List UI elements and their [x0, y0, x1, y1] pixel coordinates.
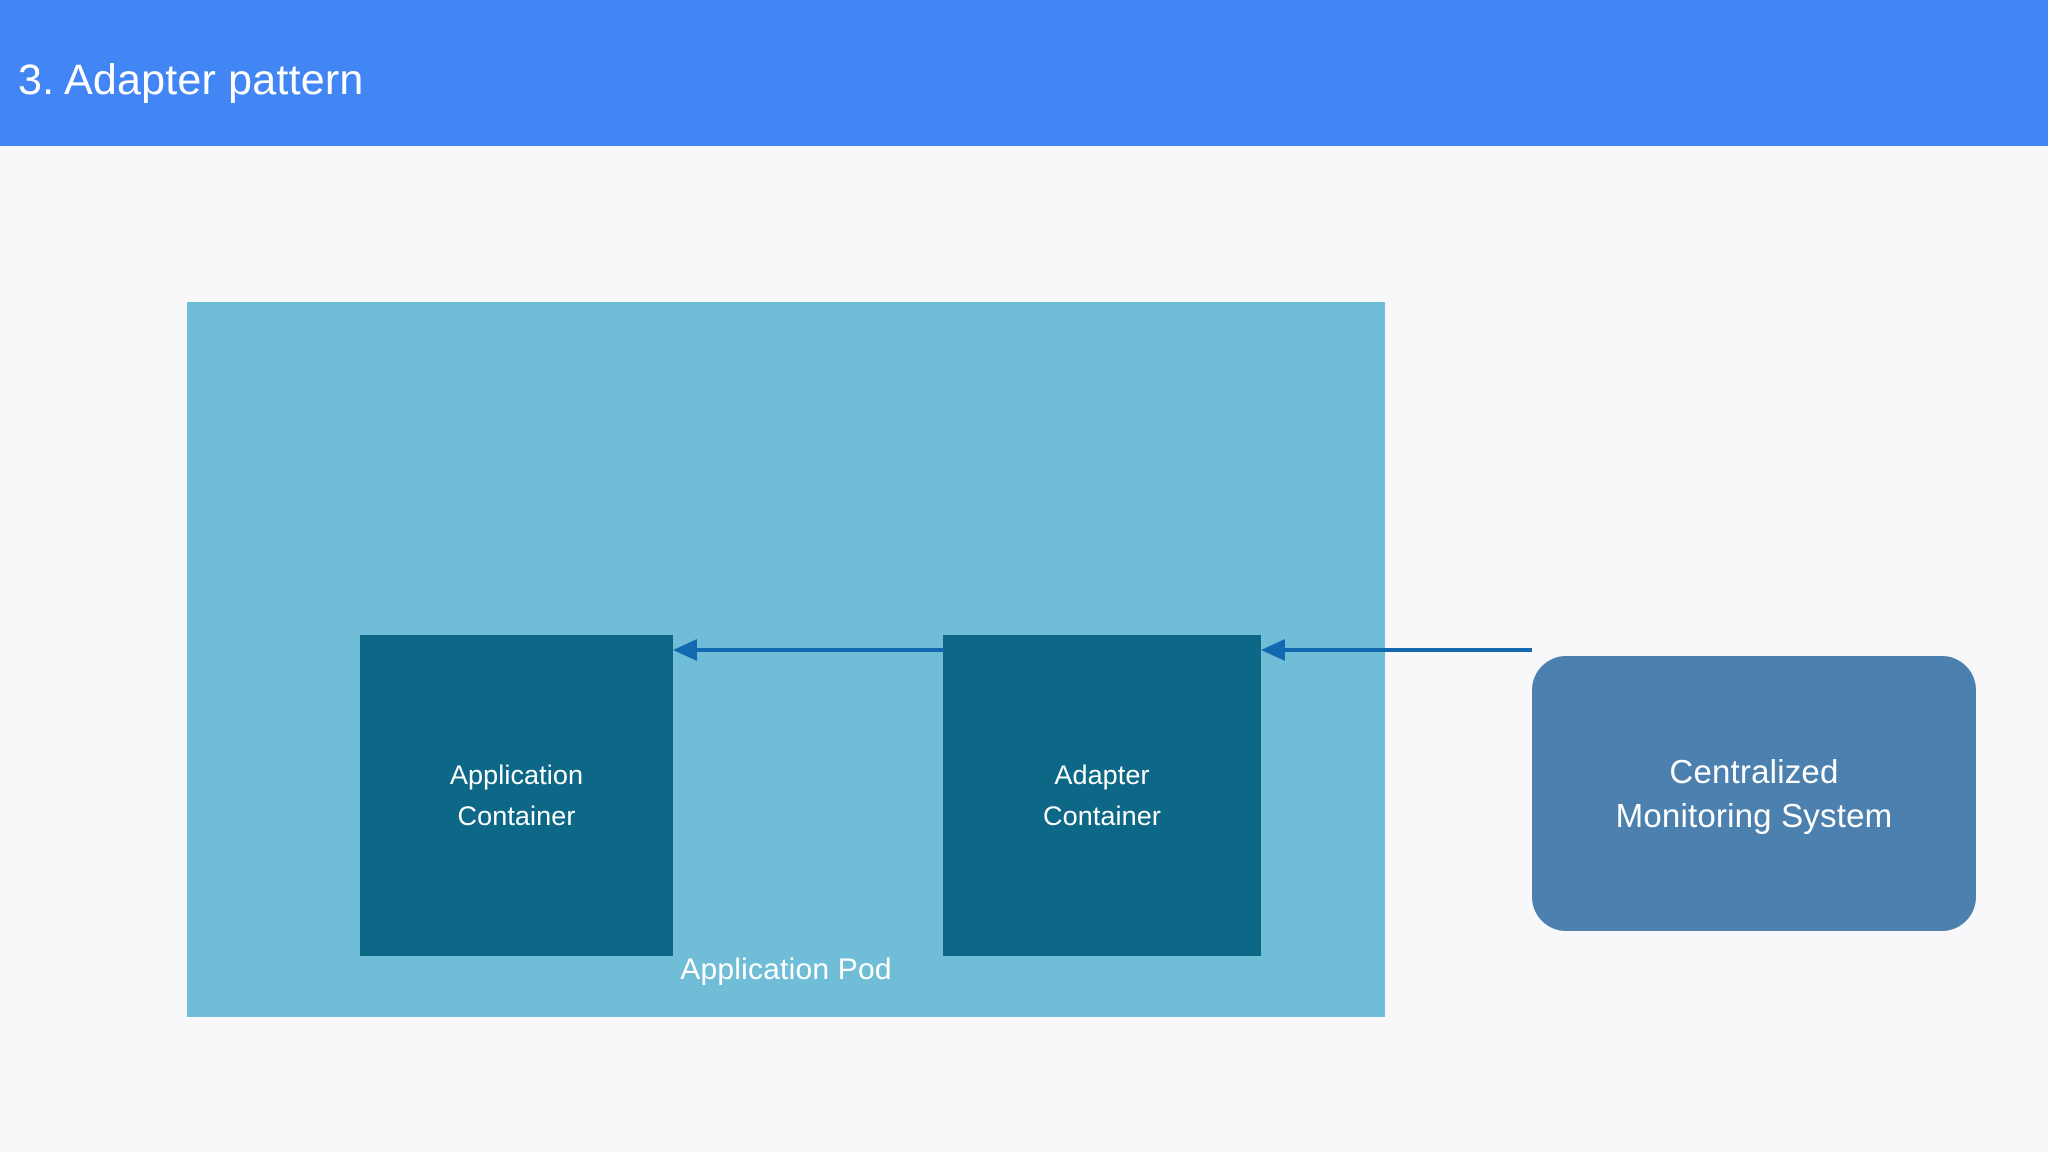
- diagram-canvas: Application Pod Application Container Ad…: [0, 146, 2048, 1152]
- application-container-label: Application Container: [449, 759, 584, 831]
- application-pod-label: Application Pod: [680, 953, 892, 986]
- adapter-container-label: Adapter Container: [1043, 759, 1161, 831]
- centralized-monitoring-system-node[interactable]: Centralized Monitoring System: [1532, 656, 1976, 931]
- application-container-node[interactable]: Application Container: [360, 635, 673, 956]
- adapter-container-node[interactable]: Adapter Container: [943, 635, 1261, 956]
- centralized-monitoring-system-label: Centralized Monitoring System: [1615, 752, 1893, 834]
- header-bar: 3. Adapter pattern: [0, 0, 2048, 146]
- page-title: 3. Adapter pattern: [18, 56, 364, 104]
